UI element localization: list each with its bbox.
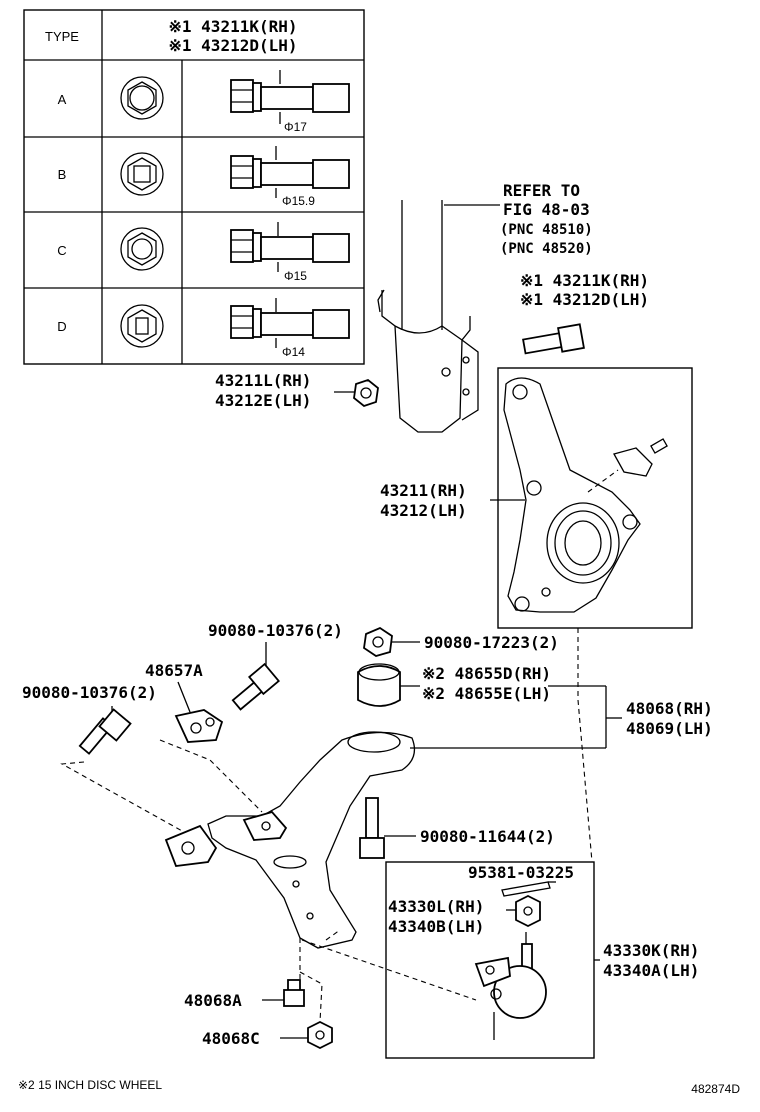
knuckle-rh-label: 43211(RH) (380, 481, 467, 500)
refer-line3: (PNC 48510) (500, 222, 593, 238)
ball-nut-rh-label: 43330L(RH) (388, 897, 484, 916)
bolt-c-icon (230, 222, 350, 272)
ball-nut-lh-label: 43340B(LH) (388, 917, 484, 936)
bushing-lh-label: ※2 48655E(LH) (422, 684, 551, 703)
bolt-rh-label: ※1 43211K(RH) (520, 271, 649, 290)
ball-joint-box (385, 861, 595, 1059)
bracket-48657a-label: 48657A (145, 661, 203, 680)
castle-nut-icon (515, 894, 541, 928)
type-table: TYPE ※1 43211K(RH) ※1 43212D(LH) A Φ17 B (23, 9, 365, 365)
hex-head-b-icon (120, 152, 164, 196)
table-header-type: TYPE (45, 29, 79, 44)
refer-line4: (PNC 48520) (500, 241, 593, 257)
knuckle-box (497, 367, 693, 629)
bushing-rh-label: ※2 48655D(RH) (422, 664, 551, 683)
footer-note: ※2 15 INCH DISC WHEEL (18, 1078, 162, 1092)
nut-rh-label: 43211L(RH) (215, 371, 311, 390)
bolt-90080-11644-icon (359, 797, 385, 859)
pin-95381-label: 95381-03225 (468, 863, 574, 882)
ball-joint-rh-label: 43330K(RH) (603, 941, 699, 960)
ball-joint-lh-label: 43340A(LH) (603, 961, 699, 980)
bolt-90080-10376-a-label: 90080-10376(2) (208, 621, 343, 640)
assembly-leader-lines (60, 469, 619, 1023)
nut-90080-17223-icon (363, 626, 393, 657)
bolt-90080-10376-a-icon (231, 662, 280, 711)
dim-a: Φ17 (284, 120, 307, 134)
dim-b: Φ15.9 (282, 194, 315, 208)
bolt-d-icon (230, 298, 350, 348)
bolt-90080-11644-label: 90080-11644(2) (420, 827, 555, 846)
figure-id: 482874D (691, 1082, 740, 1096)
arm-lh-label: 48069(LH) (626, 719, 713, 738)
bushing-icon (357, 663, 401, 707)
dim-c: Φ15 (284, 269, 307, 283)
nut-48068c-icon (307, 1020, 333, 1050)
row-type-a: A (58, 92, 67, 107)
hex-head-c-icon (120, 227, 164, 271)
row-type-c: C (57, 243, 66, 258)
strut-assembly (377, 200, 500, 433)
cotter-pin-icon (501, 881, 551, 897)
bolt-48068a-icon (283, 979, 305, 1007)
refer-line1: REFER TO (503, 181, 580, 200)
hex-head-a-icon (120, 76, 164, 120)
knuckle-lh-label: 43212(LH) (380, 501, 467, 520)
bolt-90080-10376-b-icon (78, 708, 132, 755)
hex-head-d-icon (120, 304, 164, 348)
refer-line2: FIG 48-03 (503, 200, 590, 219)
flange-nut-icon (353, 378, 379, 408)
bolt-a-icon (230, 70, 350, 124)
table-header-lh: ※1 43212D(LH) (169, 36, 298, 55)
nut-90080-17223-label: 90080-17223(2) (424, 633, 559, 652)
nut-48068c-label: 48068C (202, 1029, 260, 1048)
bolt-90080-10376-b-label: 90080-10376(2) (22, 683, 157, 702)
table-header-rh: ※1 43211K(RH) (169, 17, 298, 36)
lower-control-arm (164, 731, 416, 949)
steering-knuckle (503, 377, 668, 613)
nut-lh-label: 43212E(LH) (215, 391, 311, 410)
dim-d: Φ14 (282, 345, 305, 359)
row-type-b: B (58, 167, 67, 182)
bolt-b-icon (230, 146, 350, 198)
row-type-d: D (57, 319, 66, 334)
bolt-48068a-label: 48068A (184, 991, 242, 1010)
bolt-lh-label: ※1 43212D(LH) (520, 290, 649, 309)
camber-bolt-icon (522, 323, 585, 355)
arm-rh-label: 48068(RH) (626, 699, 713, 718)
bracket-48657a-icon (174, 709, 224, 743)
ball-joint-icon (474, 932, 547, 1040)
